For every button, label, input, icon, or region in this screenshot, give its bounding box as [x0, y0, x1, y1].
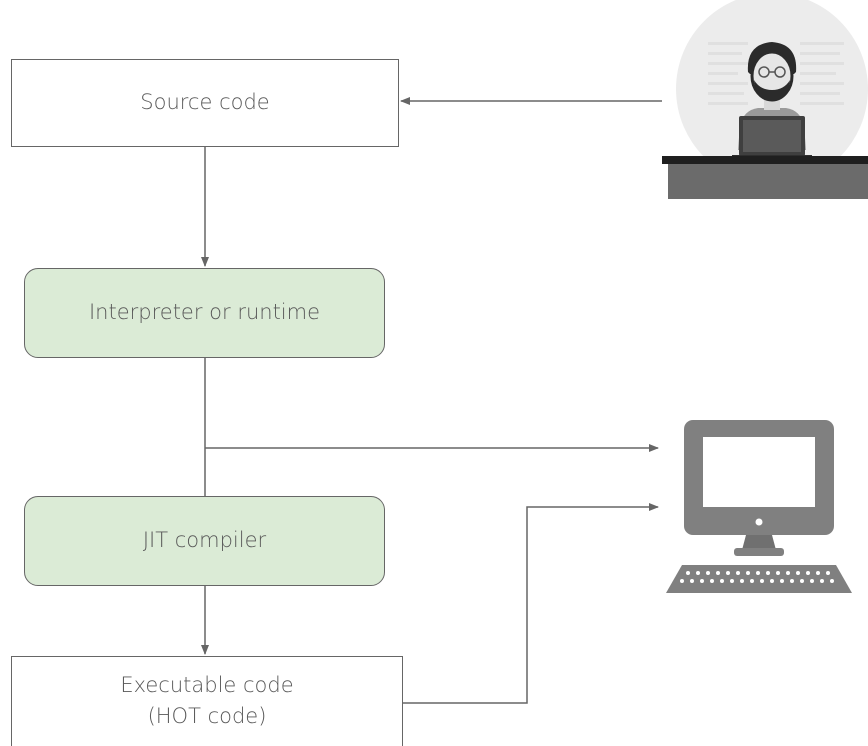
hot-code-label: (HOT code) — [147, 704, 267, 728]
executable-code-box: Executable code (HOT code) — [11, 656, 403, 746]
source-code-label: Source code — [140, 90, 270, 115]
interpreter-box: Interpreter or runtime — [24, 268, 385, 358]
arrow-executable-to-computer — [403, 503, 659, 704]
developer-at-laptop-icon — [662, 0, 868, 199]
executable-code-label: Executable code — [120, 672, 294, 697]
source-code-box: Source code — [11, 59, 399, 147]
desktop-computer-icon — [666, 420, 852, 593]
interpreter-label: Interpreter or runtime — [88, 300, 321, 325]
jit-compiler-box: JIT compiler — [24, 496, 385, 586]
jit-compiler-label: JIT compiler — [142, 528, 267, 553]
